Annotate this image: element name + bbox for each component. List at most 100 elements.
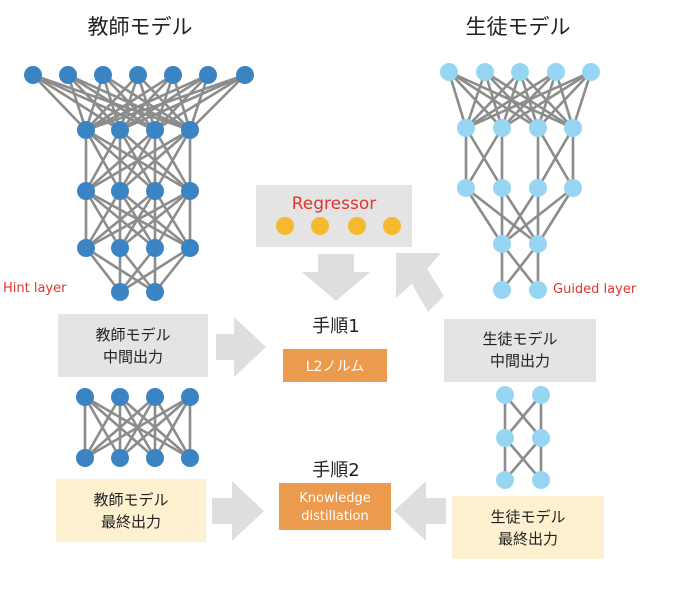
teacher-net-edge xyxy=(85,189,191,250)
student-net-node xyxy=(457,179,475,197)
student-net-edge xyxy=(571,71,593,129)
student-net-node xyxy=(493,179,511,197)
teacher-final-net-node xyxy=(76,388,94,406)
teacher-net-edge xyxy=(85,73,209,132)
student-net-node xyxy=(476,63,494,81)
student-net-node xyxy=(582,63,600,81)
teacher-net-node xyxy=(94,66,112,84)
teacher-net-node xyxy=(111,182,129,200)
teacher-net-edge xyxy=(85,73,174,132)
teacher-net-edge xyxy=(85,73,246,132)
student-net-node xyxy=(493,281,511,299)
student-final-left-arrow xyxy=(394,481,446,541)
teacher-net-node xyxy=(24,66,42,84)
student-final-output-line1: 生徒モデル xyxy=(490,508,565,526)
student-final-net-node xyxy=(496,471,514,489)
teacher-net-edge xyxy=(85,189,156,250)
teacher-final-net-edge xyxy=(84,395,191,460)
student-net-edge xyxy=(501,70,592,130)
student-final-output-box xyxy=(452,496,604,559)
teacher-net-node xyxy=(181,182,199,200)
student-mid-output-line2: 中間出力 xyxy=(490,352,550,370)
teacher-final-output-line2: 最終出力 xyxy=(101,513,161,531)
student-net-edge xyxy=(537,71,592,129)
teacher-net-edge xyxy=(85,129,156,192)
regressor-node xyxy=(348,217,366,235)
regressor-node xyxy=(383,217,401,235)
student-net-node xyxy=(529,281,547,299)
teacher-final-output-line1: 教師モデル xyxy=(93,491,168,509)
teacher-net-edge xyxy=(85,74,139,131)
teacher-model-title: 教師モデル xyxy=(88,15,193,39)
student-net-edge xyxy=(464,187,504,245)
teacher-net-node xyxy=(146,182,164,200)
student-net-edge xyxy=(500,187,540,245)
teacher-final-net-node xyxy=(181,449,199,467)
teacher-net-node xyxy=(236,66,254,84)
knowledge-distillation-line2: distillation xyxy=(301,509,368,524)
teacher-mid-output-line1: 教師モデル xyxy=(95,326,170,344)
regressor-label: Regressor xyxy=(292,194,376,214)
student-model-title: 生徒モデル xyxy=(466,15,571,39)
student-final-net-edge xyxy=(504,437,542,481)
teacher-net-edge xyxy=(84,190,122,249)
teacher-net-node xyxy=(111,283,129,301)
teacher-final-right-arrow xyxy=(212,481,264,541)
student-net-node xyxy=(493,235,511,253)
teacher-net-node xyxy=(146,121,164,139)
teacher-net-node xyxy=(77,239,95,257)
teacher-net-edge xyxy=(119,129,191,192)
teacher-final-net-node xyxy=(111,449,129,467)
student-net-edge xyxy=(465,70,592,130)
student-net-node xyxy=(511,63,529,81)
teacher-net-edge xyxy=(84,247,122,293)
teacher-final-net-edge xyxy=(84,396,156,459)
teacher-net-edge xyxy=(154,73,246,132)
student-final-net-edge xyxy=(504,394,542,439)
student-net-node xyxy=(529,179,547,197)
regressor-down-arrow xyxy=(302,254,370,301)
student-net-node xyxy=(547,63,565,81)
teacher-net-edge xyxy=(153,129,192,192)
student-net-node xyxy=(440,63,458,81)
student-net-node xyxy=(564,179,582,197)
student-final-net-node xyxy=(496,429,514,447)
student-net-edge xyxy=(501,186,574,246)
student-final-net-node xyxy=(496,386,514,404)
teacher-final-net-edge xyxy=(83,396,122,459)
student-net-edge xyxy=(465,70,557,130)
teacher-net-node xyxy=(181,239,199,257)
teacher-net-edge xyxy=(153,190,192,249)
student-net-edge xyxy=(500,243,540,291)
teacher-net-edge xyxy=(84,74,105,131)
teacher-final-net-node xyxy=(146,388,164,406)
regressor-node xyxy=(311,217,329,235)
teacher-final-net-node xyxy=(181,388,199,406)
student-to-regressor-arrow xyxy=(396,253,444,312)
knowledge-distillation-box xyxy=(279,483,391,530)
student-net-node xyxy=(564,119,582,137)
teacher-final-net-node xyxy=(111,388,129,406)
l2-norm-box xyxy=(283,349,387,382)
teacher-net-node xyxy=(129,66,147,84)
student-net-edge xyxy=(536,187,575,245)
teacher-net-node xyxy=(199,66,217,84)
l2-norm-label: L2ノルム xyxy=(306,359,364,375)
student-mid-output-line1: 生徒モデル xyxy=(482,330,557,348)
knowledge-distillation-line1: Knowledge xyxy=(299,491,370,506)
teacher-mid-output-box xyxy=(58,314,208,377)
hint-layer-label: Hint layer xyxy=(3,281,67,296)
student-mid-output-box xyxy=(444,319,596,382)
network-nodes xyxy=(24,63,600,489)
teacher-mid-right-arrow xyxy=(216,317,266,377)
teacher-net-edge xyxy=(32,74,87,131)
teacher-net-node xyxy=(77,121,95,139)
student-final-net-node xyxy=(532,471,550,489)
student-net-edge xyxy=(465,71,521,129)
teacher-net-edge xyxy=(85,128,191,193)
student-final-net-node xyxy=(532,429,550,447)
student-final-net-node xyxy=(532,386,550,404)
teacher-net-edge xyxy=(189,74,246,131)
teacher-net-node xyxy=(59,66,77,84)
